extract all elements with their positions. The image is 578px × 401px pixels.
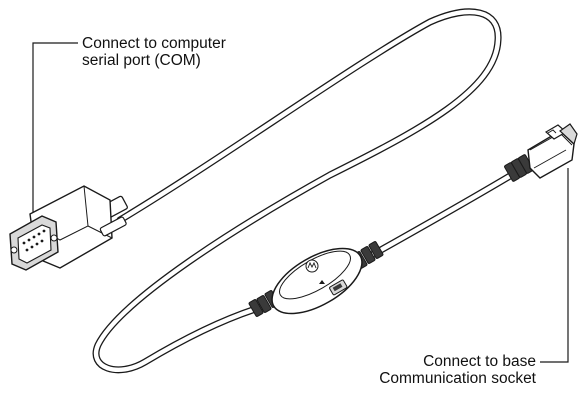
callout-base-line2: Communication socket (379, 370, 536, 387)
leader-line-computer (32, 42, 78, 212)
leader-line-base (540, 168, 569, 363)
serial-db9-connector-icon (9, 185, 128, 271)
db9-pins (22, 229, 46, 252)
callout-base-line1: Connect to base (423, 353, 536, 370)
base-plug-connector-icon (504, 123, 578, 182)
callout-base-socket: Connect to base Communication socket (379, 353, 536, 387)
cable (92, 8, 524, 374)
callout-computer-serial-port: Connect to computer serial port (COM) (82, 35, 226, 69)
callout-computer-line2: serial port (COM) (82, 52, 201, 69)
cable-interface-module-icon (248, 241, 384, 317)
callout-leaders (32, 42, 569, 363)
callout-computer-line1: Connect to computer (82, 35, 226, 52)
